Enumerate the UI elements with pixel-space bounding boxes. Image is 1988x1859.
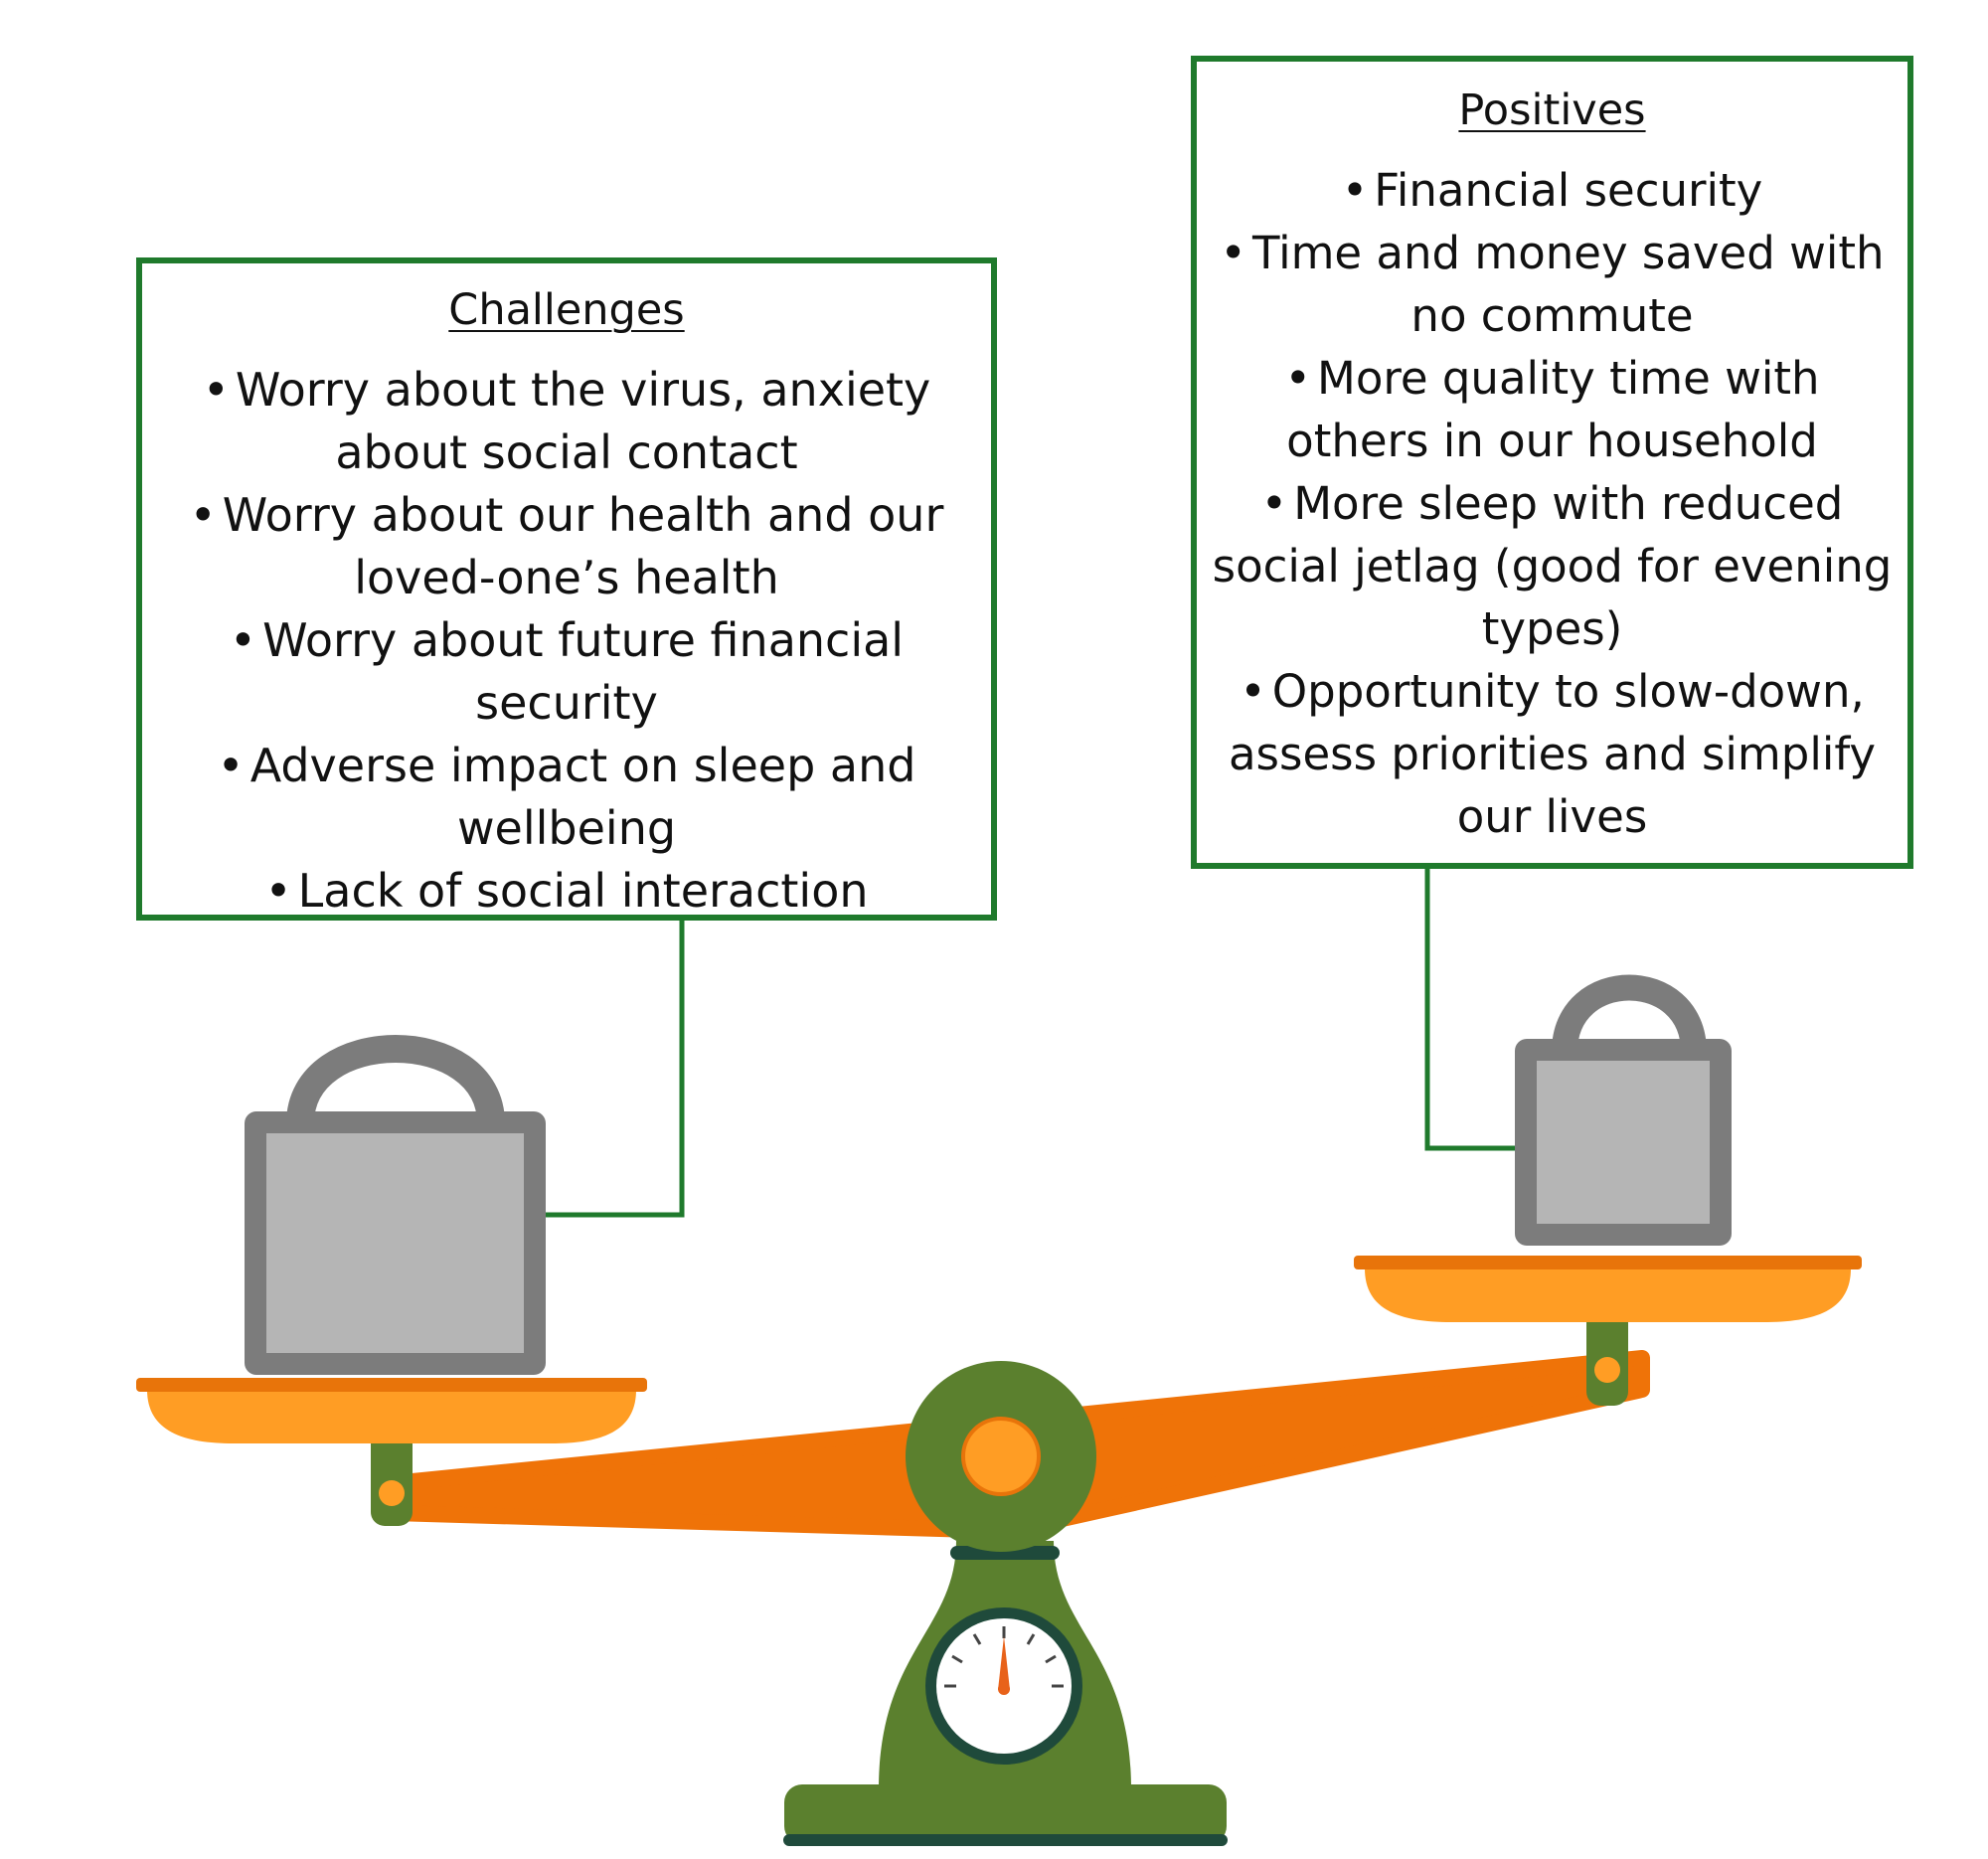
- positives-box: Positives •Financial security •Time and …: [1191, 56, 1913, 869]
- list-item: •Lack of social interaction: [264, 864, 869, 918]
- challenges-title: Challenges: [448, 285, 685, 335]
- list-item: •Adverse impact on sleep and wellbeing: [217, 739, 916, 855]
- list-item: •Financial security: [1341, 164, 1763, 217]
- challenges-box: Challenges •Worry about the virus, anxie…: [136, 257, 997, 921]
- gauge-dial-icon: [925, 1607, 1082, 1765]
- list-item: •More sleep with reduced social jetlag (…: [1212, 477, 1893, 655]
- bullet-icon: •: [1220, 227, 1246, 279]
- bullet-icon: •: [189, 488, 217, 542]
- left-pan: [136, 1378, 647, 1526]
- list-item: •Worry about our health and our loved-on…: [189, 488, 944, 604]
- bullet-icon: •: [202, 363, 230, 417]
- challenges-list: •Worry about the virus, anxiety about so…: [142, 359, 991, 923]
- list-item: •Opportunity to slow-down, assess priori…: [1228, 665, 1877, 843]
- positives-list: •Financial security •Time and money save…: [1197, 159, 1907, 848]
- heavy-weight-icon: [245, 1035, 546, 1375]
- bullet-icon: •: [1284, 352, 1311, 405]
- scale-pivot: [906, 1361, 1096, 1552]
- bullet-icon: •: [217, 739, 245, 792]
- positives-title: Positives: [1458, 85, 1646, 135]
- list-item: •Time and money saved with no commute: [1220, 227, 1885, 342]
- bullet-icon: •: [1341, 164, 1369, 217]
- challenges-connector: [545, 921, 685, 1218]
- list-item: •More quality time with others in our ho…: [1284, 352, 1820, 467]
- bullet-icon: •: [229, 613, 257, 667]
- positives-connector: [1424, 869, 1529, 1151]
- bullet-icon: •: [1260, 477, 1288, 530]
- list-item: •Worry about future financial security: [229, 613, 905, 730]
- bullet-icon: •: [264, 864, 292, 918]
- light-weight-icon: [1515, 974, 1732, 1246]
- list-item: •Worry about the virus, anxiety about so…: [202, 363, 931, 479]
- right-pan: [1354, 1256, 1862, 1406]
- bullet-icon: •: [1240, 665, 1266, 718]
